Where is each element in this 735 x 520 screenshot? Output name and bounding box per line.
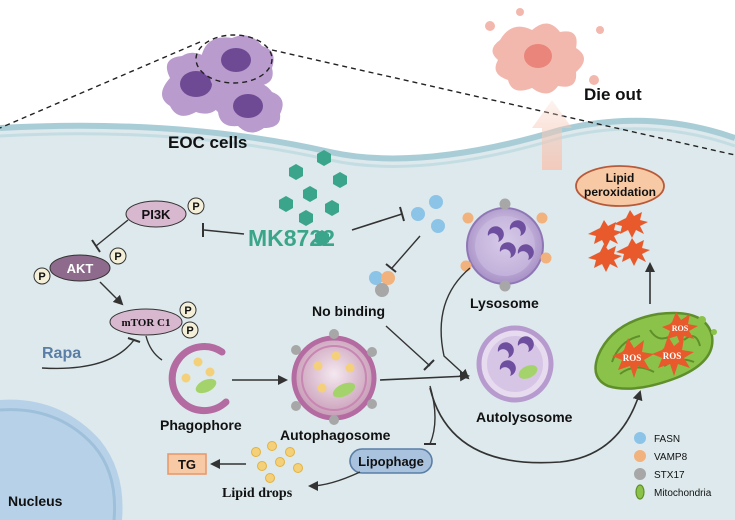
- tg-node: [167, 453, 207, 475]
- autolysosome-illustration: [476, 325, 554, 403]
- legend-stx17-label: STX17: [654, 470, 685, 481]
- lipophage-label: Lipophage: [358, 454, 424, 469]
- dying-cell-illustration: [485, 8, 604, 94]
- lipid-peroxidation-label-2: peroxidation: [584, 185, 656, 199]
- phospho-label: P: [186, 325, 193, 337]
- eoc-cells-illustration: [162, 34, 283, 133]
- lipophage-node: [349, 448, 433, 474]
- die-out-label: Die out: [584, 85, 642, 104]
- lysosome-label: Lysosome: [470, 295, 539, 311]
- ros-label: ROS: [623, 353, 642, 363]
- ros-burst-3: ROS: [662, 312, 698, 346]
- ros-label: ROS: [663, 351, 682, 361]
- phospho-mtor-1: [179, 301, 197, 319]
- legend-mitochondria-icon: [635, 484, 645, 500]
- cell-body: [0, 120, 735, 520]
- ros-burst-2: ROS: [652, 336, 694, 376]
- rapa-label: Rapa: [42, 345, 81, 362]
- phospho-akt-1: [33, 267, 51, 285]
- no-binding-molecules: [369, 271, 395, 297]
- phospho-mtor-2: [181, 321, 199, 339]
- pi3k-label: PI3K: [142, 207, 172, 222]
- autophagosome-label: Autophagosome: [280, 427, 391, 443]
- mtorc1-label: mTOR C1: [122, 317, 171, 329]
- akt-node: [49, 254, 111, 282]
- legend-fasn-icon: [634, 432, 646, 444]
- legend-vamp8-label: VAMP8: [654, 452, 688, 463]
- phospho-label: P: [38, 271, 45, 283]
- pi3k-node: [125, 200, 187, 228]
- phospho-label: P: [192, 201, 199, 213]
- akt-label: AKT: [67, 261, 94, 276]
- autolysosome-label: Autolysosome: [476, 409, 573, 425]
- legend-mitochondria-label: Mitochondria: [654, 488, 712, 499]
- ros-label: ROS: [672, 324, 689, 333]
- nucleus-label: Nucleus: [8, 493, 63, 509]
- nucleus-illustration: [0, 399, 123, 520]
- ros-cluster: [588, 210, 650, 272]
- fasn-molecules: [411, 195, 445, 233]
- lipid-drops-illustration: [251, 441, 303, 483]
- cell-membrane: [0, 117, 735, 162]
- lysosome-illustration: [460, 198, 552, 292]
- legend-vamp8-icon: [634, 450, 646, 462]
- lipid-peroxidation-label-1: Lipid: [606, 171, 635, 185]
- lipid-drops-label: Lipid drops: [222, 486, 293, 501]
- legend-fasn-label: FASN: [654, 434, 680, 445]
- tg-label: TG: [178, 457, 196, 472]
- phospho-label: P: [114, 251, 121, 263]
- fade-arrow-up: [532, 100, 572, 170]
- phospho-label: P: [184, 305, 191, 317]
- phagophore-label: Phagophore: [160, 417, 242, 433]
- phospho-akt-2: [109, 247, 127, 265]
- mtorc1-node: [109, 308, 183, 336]
- legend-stx17-icon: [634, 468, 646, 480]
- mk8722-label: MK8722: [248, 225, 335, 251]
- lipid-peroxidation-node: [575, 165, 665, 207]
- mk8722-molecules: [279, 150, 347, 246]
- autophagosome-illustration: [291, 329, 377, 425]
- phospho-pi3k: [187, 197, 205, 215]
- ros-burst-1: ROS: [612, 338, 654, 378]
- no-binding-label: No binding: [312, 303, 385, 319]
- phagophore-illustration: [168, 343, 230, 415]
- eoc-cells-label: EOC cells: [168, 133, 247, 152]
